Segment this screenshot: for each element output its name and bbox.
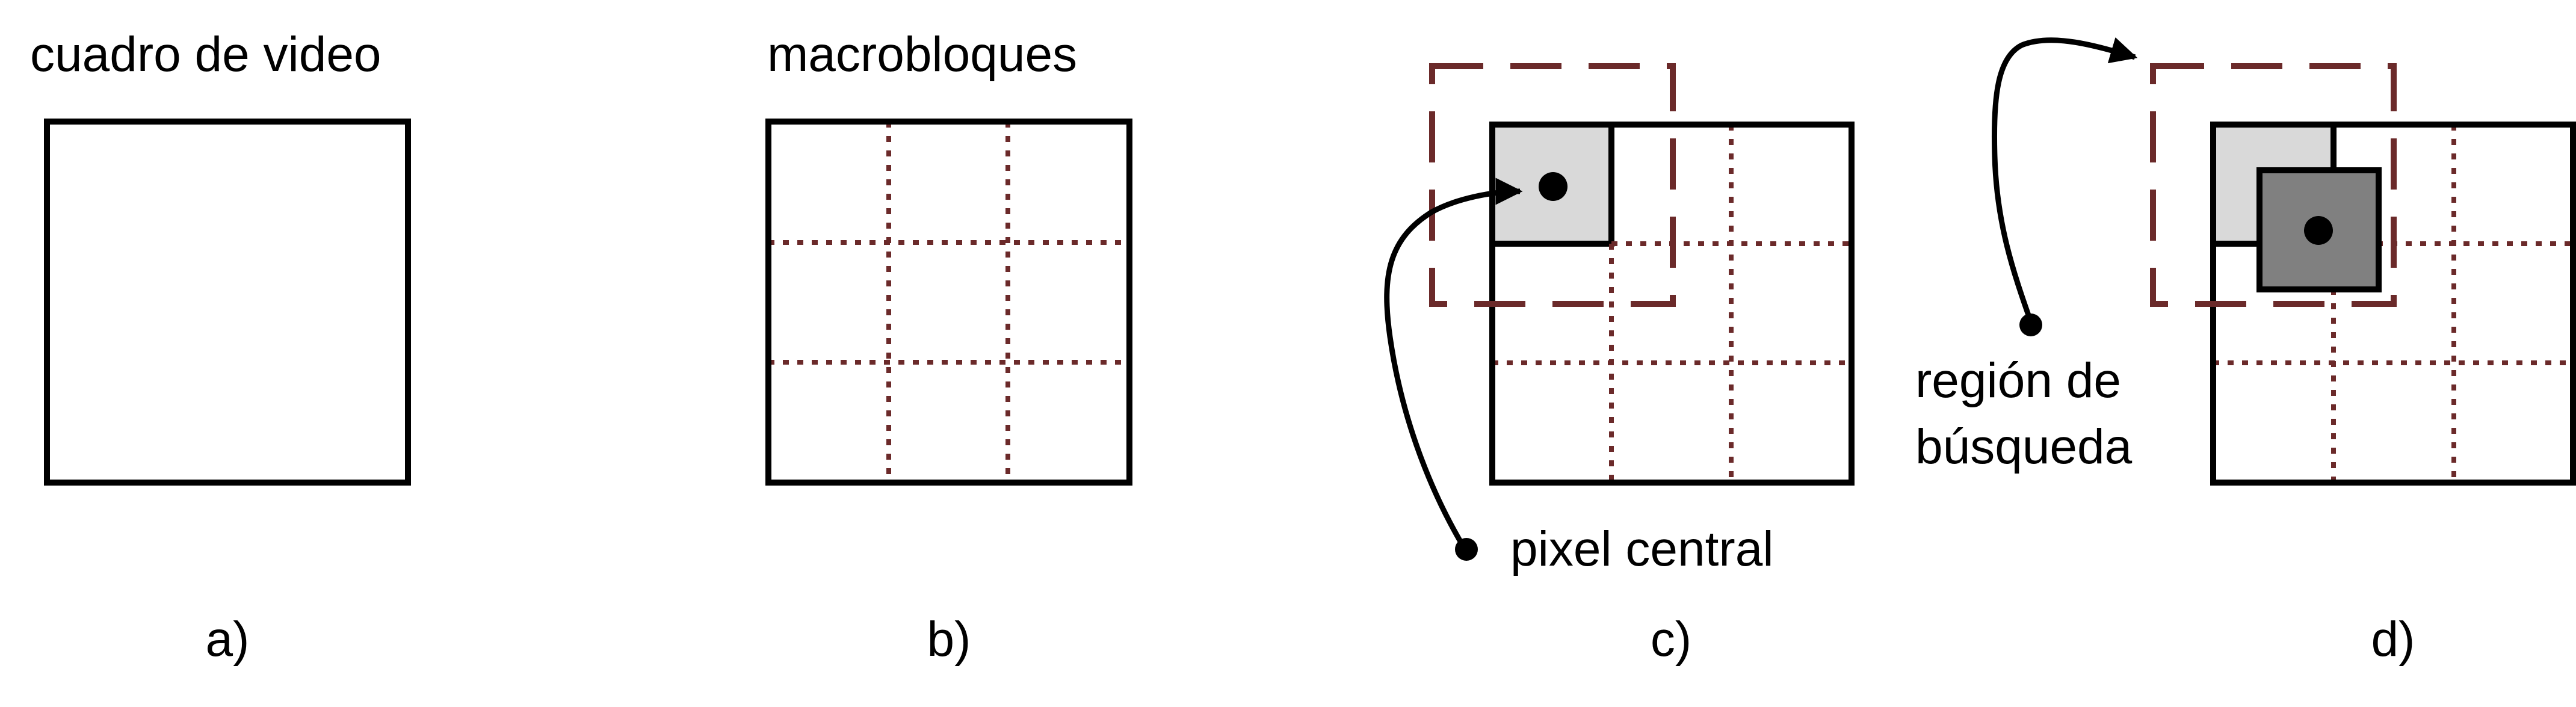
panel-a-caption: a): [206, 612, 250, 667]
panel-b: macrobloques b): [765, 27, 1132, 667]
panel-c: pixel central c): [1384, 63, 1855, 667]
central-pixel-dot: [1539, 172, 1568, 201]
panel-a-title: cuadro de video: [30, 27, 381, 82]
video-frame: [44, 119, 411, 486]
panel-c-caption: c): [1651, 612, 1691, 667]
panel-d-caption: d): [2371, 612, 2415, 667]
panel-d: región de búsqueda d): [1915, 37, 2576, 667]
panel-b-caption: b): [927, 612, 971, 667]
macroblock-grid: [2213, 125, 2573, 483]
frame-outline: [765, 119, 1132, 486]
macroblock-grid: [768, 122, 1129, 483]
search-region-label-line-2: búsqueda: [1915, 419, 2133, 474]
pointer-arrow: [1991, 37, 2138, 323]
search-region: [1429, 63, 1676, 307]
macroblock-grid: [1492, 125, 1852, 483]
panel-a: cuadro de video a): [30, 27, 411, 667]
search-region: [2150, 63, 2397, 307]
pointer-arrow: [1384, 178, 1523, 546]
central-pixel-dot: [2304, 216, 2333, 245]
central-pixel-label: pixel central: [1510, 522, 1774, 576]
search-region-label-line-1: región de: [1915, 353, 2121, 408]
pointer-start-dot: [1455, 538, 1478, 561]
panel-b-title: macrobloques: [767, 27, 1077, 82]
pointer-start-dot: [2019, 313, 2042, 336]
